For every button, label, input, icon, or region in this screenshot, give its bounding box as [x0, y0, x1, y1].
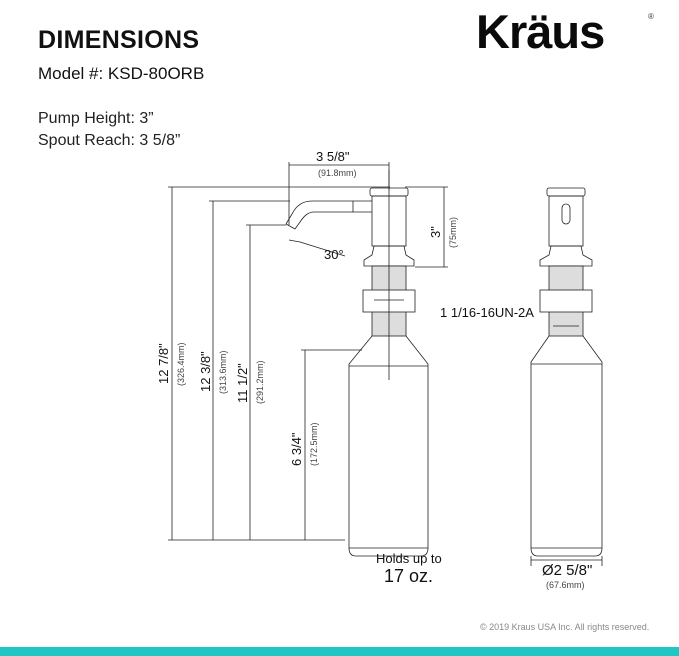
height-3-mm: (291.2mm): [255, 360, 265, 404]
thread-spec-label: 1 1/16-16UN-2A: [440, 305, 534, 320]
kraus-logo: Kräus: [476, 5, 605, 58]
model-number: Model #: KSD-80ORB: [38, 64, 205, 83]
pump-height-mm: (75mm): [448, 217, 458, 248]
registered-mark: ®: [648, 12, 654, 21]
spout-reach-label: 3 5/8": [316, 149, 350, 164]
diameter-mm: (67.6mm): [546, 580, 585, 590]
bottle-height-label: 6 3/4": [289, 432, 304, 466]
total-height-label: 12 7/8": [156, 343, 171, 384]
copyright-notice: © 2019 Kraus USA Inc. All rights reserve…: [480, 622, 650, 632]
spout-angle-label: 30°: [324, 247, 344, 262]
pump-height-label: 3": [428, 226, 443, 238]
spout-reach-mm: (91.8mm): [318, 168, 357, 178]
accent-footer-band: [0, 647, 679, 656]
capacity-caption: Holds up to: [376, 551, 442, 566]
capacity-value: 17 oz.: [384, 566, 434, 586]
pump-height-spec: Pump Height: 3”: [38, 110, 154, 127]
height-3-label: 11 1/2": [235, 363, 250, 403]
height-2-mm: (313.6mm): [218, 350, 228, 394]
diameter-label: Ø2 5/8": [542, 562, 593, 579]
bottle-height-mm: (172.5mm): [309, 422, 319, 466]
height-2-label: 12 3/8": [198, 351, 213, 392]
spout-reach-spec: Spout Reach: 3 5/8”: [38, 132, 181, 149]
page-title: DIMENSIONS: [38, 26, 200, 54]
total-height-mm: (326.4mm): [176, 342, 186, 386]
